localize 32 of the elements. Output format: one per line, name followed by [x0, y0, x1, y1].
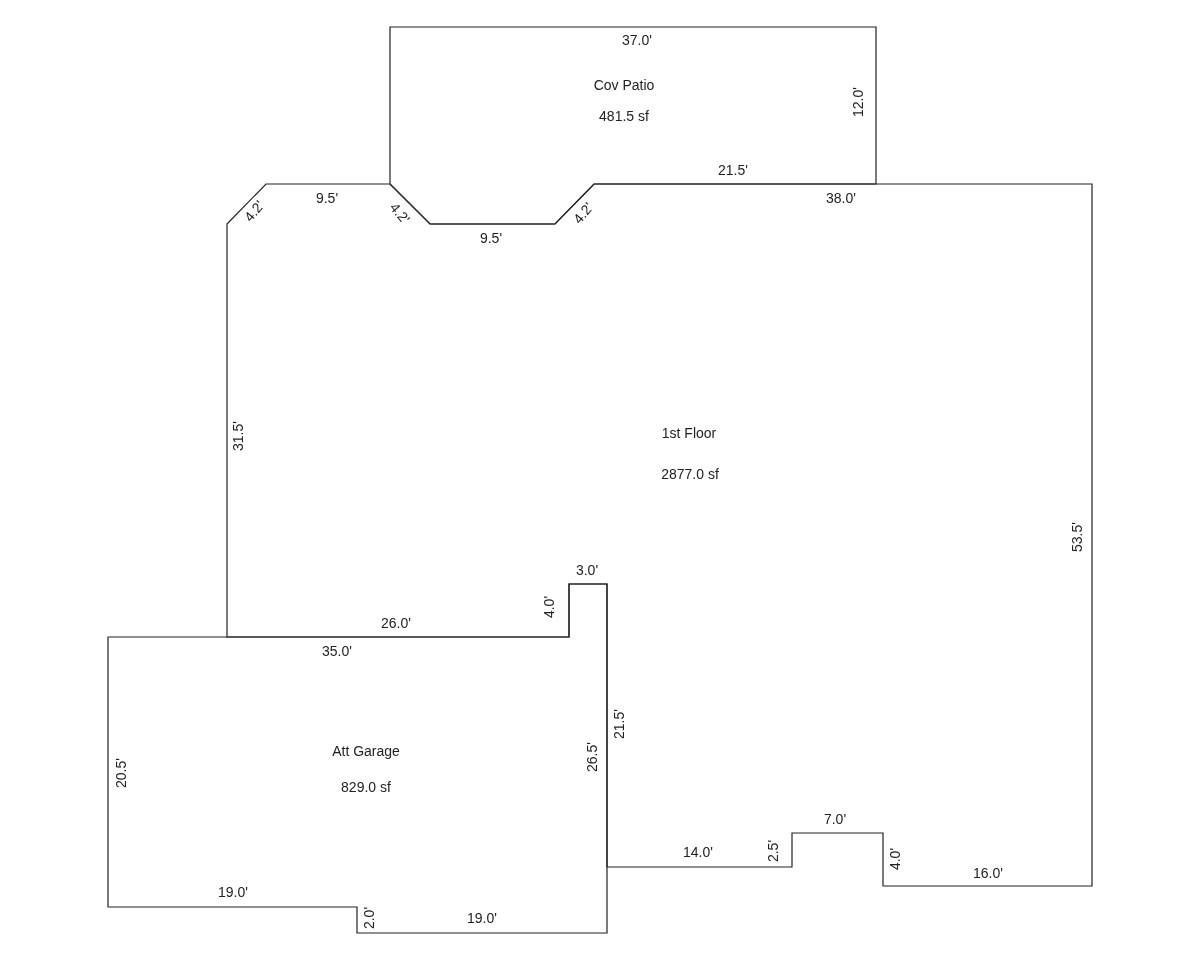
area-value: 481.5 sf	[599, 109, 649, 123]
dimension-label: 14.0'	[683, 845, 713, 859]
dimension-label: 53.5'	[1070, 522, 1084, 552]
area-value: 829.0 sf	[341, 780, 391, 794]
dimension-label: 2.0'	[362, 906, 376, 930]
room-name: 1st Floor	[661, 426, 717, 440]
room-name: Att Garage	[332, 744, 400, 758]
dimension-label: 9.5'	[315, 191, 339, 205]
dimension-label: 37.0'	[622, 33, 652, 47]
dimension-label: 38.0'	[826, 191, 856, 205]
dimension-label: 2.5'	[766, 839, 780, 863]
dimension-label: 31.5'	[231, 421, 245, 451]
dimension-label: 7.0'	[823, 812, 847, 826]
dimension-label: 21.5'	[718, 163, 748, 177]
dimension-label: 35.0'	[322, 644, 352, 658]
area-value: 2877.0 sf	[661, 467, 719, 481]
dimension-label: 20.5'	[114, 758, 128, 788]
dimension-label: 16.0'	[973, 866, 1003, 880]
dimension-label: 4.2'	[570, 200, 596, 226]
room-name: Cov Patio	[593, 78, 655, 92]
dimension-label: 4.0'	[542, 595, 556, 619]
dimension-label: 4.2'	[387, 200, 413, 226]
dimension-label: 21.5'	[612, 709, 626, 739]
dimension-label: 3.0'	[575, 563, 599, 577]
dimension-label: 12.0'	[851, 87, 865, 117]
dimension-label: 9.5'	[479, 231, 503, 245]
dimension-label: 19.0'	[218, 885, 248, 899]
dimension-label: 4.0'	[888, 847, 902, 871]
dimension-label: 26.5'	[585, 742, 599, 772]
dimension-label: 4.2'	[241, 198, 267, 224]
dimension-label: 19.0'	[467, 911, 497, 925]
dimension-label: 26.0'	[381, 616, 411, 630]
